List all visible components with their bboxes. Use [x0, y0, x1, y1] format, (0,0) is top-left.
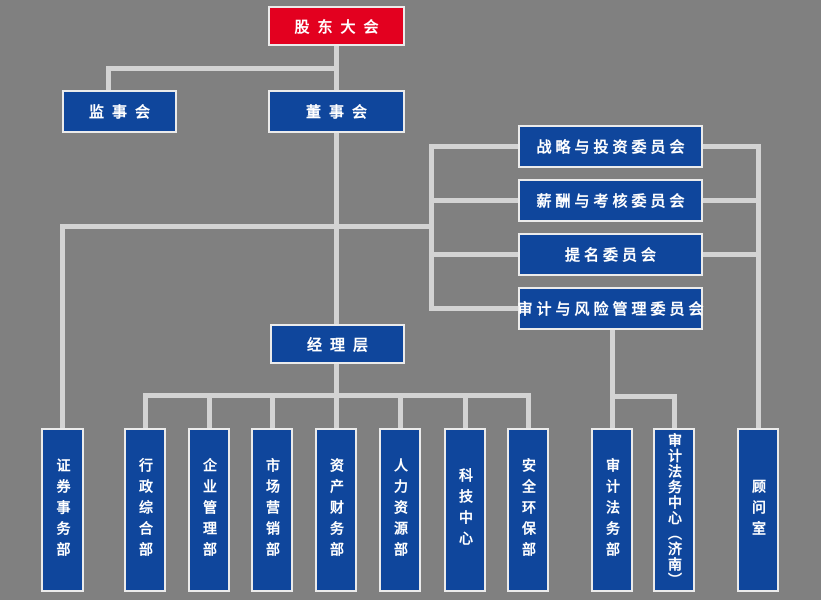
node-label: 经理层	[306, 335, 376, 354]
connector-securities-vertical	[60, 224, 65, 428]
node-label: 安全环保部	[520, 457, 536, 563]
connector-committee1-right-stub	[703, 144, 761, 149]
connector-supervisors-vertical	[106, 66, 111, 90]
node-label: 薪酬与考核委员会	[536, 192, 689, 210]
connector-committees-left-vertical	[429, 144, 434, 311]
node-label: 股东大会	[294, 17, 387, 36]
connector-audit-vertical	[610, 330, 615, 428]
connector-drop-finance	[334, 393, 339, 428]
node-compensation-assessment-committee: 薪酬与考核委员会	[518, 179, 703, 222]
connector-drop-safety	[526, 393, 531, 428]
node-label: 审计法务中心（济南）	[666, 432, 682, 588]
connector-jinan-vertical	[672, 394, 677, 428]
node-safety-environment-dept: 安全环保部	[507, 428, 549, 592]
node-administrative-general-dept: 行政综合部	[124, 428, 166, 592]
connector-management-vertical	[334, 364, 339, 395]
node-label: 人力资源部	[392, 457, 408, 563]
connector-committee3-right-stub	[703, 252, 761, 257]
node-label: 监事会	[88, 103, 158, 121]
node-nomination-committee: 提名委员会	[518, 233, 703, 276]
connector-committee2-right-stub	[703, 198, 761, 203]
connector-drop-admin	[143, 393, 148, 428]
node-supervisory-board: 监事会	[62, 90, 177, 133]
node-securities-affairs-dept: 证券事务部	[41, 428, 84, 592]
connector-audit-branch-horizontal	[610, 394, 677, 399]
node-audit-legal-center-jinan: 审计法务中心（济南）	[653, 428, 695, 592]
connector-drop-enterprise	[207, 393, 212, 428]
node-management-level: 经理层	[270, 324, 405, 364]
node-audit-legal-dept: 审计法务部	[591, 428, 633, 592]
node-label: 证券事务部	[54, 457, 71, 563]
node-technology-center: 科技中心	[444, 428, 486, 592]
node-label: 审计与风险管理委员会	[517, 300, 708, 318]
node-label: 提名委员会	[564, 246, 660, 264]
node-label: 行政综合部	[137, 457, 153, 563]
node-advisory-office: 顾问室	[737, 428, 779, 592]
connector-mid-horizontal	[60, 224, 434, 229]
connector-committees-right-vertical	[756, 144, 761, 428]
node-label: 市场营销部	[264, 457, 280, 563]
node-shareholders-meeting: 股东大会	[268, 6, 405, 46]
connector-drop-hr	[398, 393, 403, 428]
connector-top-horizontal	[106, 66, 339, 71]
node-label: 科技中心	[457, 468, 473, 552]
node-board-of-directors: 董事会	[268, 90, 405, 133]
node-enterprise-management-dept: 企业管理部	[188, 428, 230, 592]
node-marketing-dept: 市场营销部	[251, 428, 293, 592]
node-asset-finance-dept: 资产财务部	[315, 428, 357, 592]
node-label: 战略与投资委员会	[536, 138, 689, 156]
node-label: 顾问室	[750, 478, 766, 542]
node-label: 审计法务部	[604, 457, 620, 563]
connector-drop-marketing	[270, 393, 275, 428]
connector-committee3-left-stub	[429, 252, 518, 257]
node-label: 资产财务部	[328, 457, 344, 563]
node-human-resources-dept: 人力资源部	[379, 428, 421, 592]
connector-committee2-left-stub	[429, 198, 518, 203]
connector-committee1-left-stub	[429, 144, 518, 149]
connector-drop-tech	[463, 393, 468, 428]
node-strategy-investment-committee: 战略与投资委员会	[518, 125, 703, 168]
node-label: 董事会	[305, 103, 375, 121]
node-label: 企业管理部	[201, 457, 217, 563]
connector-committee4-left-stub	[429, 306, 518, 311]
node-audit-risk-committee: 审计与风险管理委员会	[518, 287, 704, 330]
